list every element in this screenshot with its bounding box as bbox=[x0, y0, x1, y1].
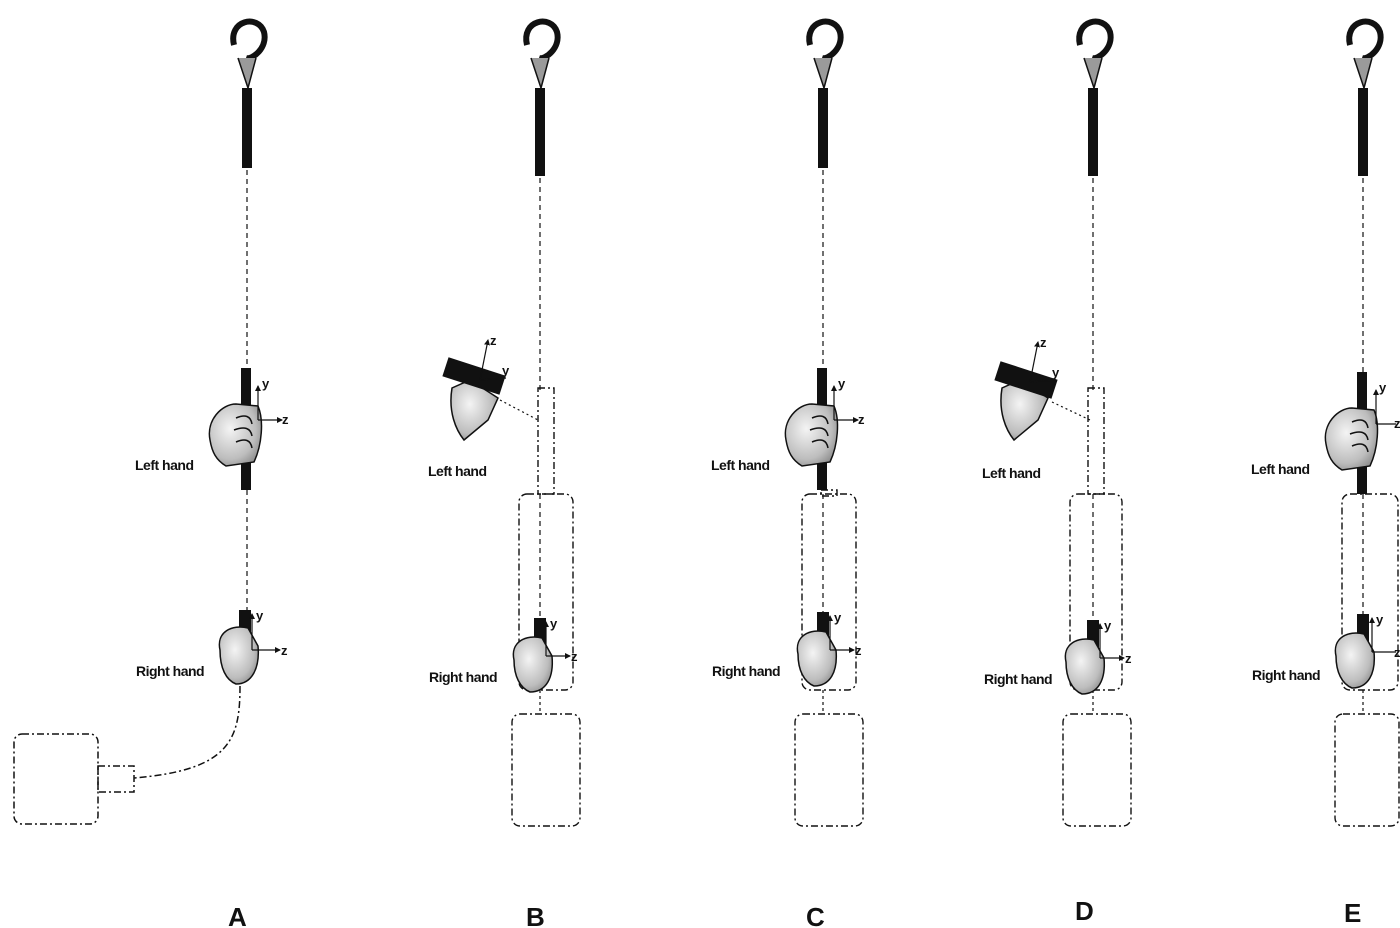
right-hand-icon bbox=[1064, 620, 1106, 695]
axis-y-label: y bbox=[1052, 365, 1060, 380]
base-outline bbox=[1062, 713, 1132, 827]
left-hand-axes: z y bbox=[479, 333, 510, 381]
axis-z-label: z bbox=[1040, 335, 1047, 350]
left-hand-icon bbox=[994, 361, 1058, 442]
handle-outline bbox=[518, 493, 574, 691]
right-hand-axes: y z bbox=[1369, 612, 1400, 660]
right-hand-icon bbox=[796, 612, 838, 687]
right-hand-label: Right hand bbox=[429, 669, 497, 685]
left-hand-icon bbox=[784, 368, 839, 490]
hook-icon bbox=[230, 18, 268, 168]
right-hand-axes: y z bbox=[543, 616, 578, 664]
right-hand-label: Right hand bbox=[136, 663, 204, 679]
left-hand-label: Left hand bbox=[1251, 461, 1310, 477]
axis-y-label: y bbox=[834, 610, 842, 625]
handle-outline bbox=[1069, 493, 1123, 691]
right-hand-icon bbox=[1334, 614, 1376, 689]
axis-z-label: z bbox=[858, 412, 865, 427]
axis-y-label: y bbox=[550, 616, 558, 631]
cable bbox=[133, 685, 241, 779]
left-hand-axes: y z bbox=[1373, 380, 1400, 431]
axis-z-label: z bbox=[571, 649, 578, 664]
right-hand-label: Right hand bbox=[712, 663, 780, 679]
panel-label: A bbox=[228, 902, 247, 928]
connector bbox=[97, 765, 135, 793]
left-hand-label: Left hand bbox=[982, 465, 1041, 481]
panel-label: D bbox=[1075, 896, 1094, 926]
panel-a: y z Left hand y z Right hand A bbox=[13, 18, 289, 928]
stick-outline bbox=[1087, 387, 1105, 495]
left-hand-label: Left hand bbox=[135, 457, 194, 473]
right-hand-axes: y z bbox=[249, 608, 288, 658]
pointer-line bbox=[1051, 401, 1091, 421]
right-hand-label: Right hand bbox=[984, 671, 1052, 687]
panel-b: z y Left hand y z Right hand B bbox=[428, 18, 581, 928]
hook-icon bbox=[523, 18, 561, 176]
panel-e: y z Left hand y z Right hand E bbox=[1251, 18, 1400, 928]
axis-y-label: y bbox=[502, 363, 510, 378]
stick-outline bbox=[537, 387, 555, 495]
axis-z-label: z bbox=[282, 412, 289, 427]
axis-y-label: y bbox=[838, 376, 846, 391]
left-hand-axes: y z bbox=[255, 376, 289, 427]
stick-outline bbox=[820, 489, 838, 497]
base-outline bbox=[1334, 713, 1400, 827]
panel-label: E bbox=[1344, 898, 1361, 928]
right-hand-label: Right hand bbox=[1252, 667, 1320, 683]
axis-z-label: z bbox=[1394, 645, 1400, 660]
axis-y-label: y bbox=[1376, 612, 1384, 627]
handle-outline bbox=[801, 493, 857, 691]
axis-y-label: y bbox=[256, 608, 264, 623]
panel-d: z y Left hand y z Right hand D bbox=[982, 18, 1132, 926]
axis-z-label: z bbox=[1125, 651, 1132, 666]
left-hand-icon bbox=[1324, 372, 1379, 494]
left-hand-label: Left hand bbox=[711, 457, 770, 473]
axis-y-label: y bbox=[1379, 380, 1387, 395]
left-hand-icon bbox=[442, 357, 506, 442]
hook-icon bbox=[1076, 18, 1114, 176]
panel-label: B bbox=[526, 902, 545, 928]
panel-label: C bbox=[806, 902, 825, 928]
axis-y-label: y bbox=[1104, 618, 1112, 633]
base-outline bbox=[794, 713, 864, 827]
axis-y-label: y bbox=[262, 376, 270, 391]
pointer-line bbox=[499, 399, 539, 421]
hook-icon bbox=[806, 18, 844, 168]
left-hand-label: Left hand bbox=[428, 463, 487, 479]
panel-c: y z Left hand y z Right hand C bbox=[711, 18, 865, 928]
hook-icon bbox=[1346, 18, 1384, 176]
left-hand-icon bbox=[208, 368, 263, 490]
axis-z-label: z bbox=[855, 643, 862, 658]
axis-z-label: z bbox=[490, 333, 497, 348]
left-hand-axes: y z bbox=[831, 376, 865, 427]
right-hand-axes: y z bbox=[1097, 618, 1132, 666]
left-hand-axes: z y bbox=[1029, 335, 1060, 383]
device-box bbox=[13, 733, 99, 825]
right-hand-icon bbox=[218, 610, 260, 685]
base-outline bbox=[511, 713, 581, 827]
right-hand-axes: y z bbox=[827, 610, 862, 658]
handle-outline bbox=[1341, 493, 1399, 691]
axis-z-label: z bbox=[1394, 416, 1400, 431]
right-hand-icon bbox=[512, 618, 554, 693]
axis-z-label: z bbox=[281, 643, 288, 658]
